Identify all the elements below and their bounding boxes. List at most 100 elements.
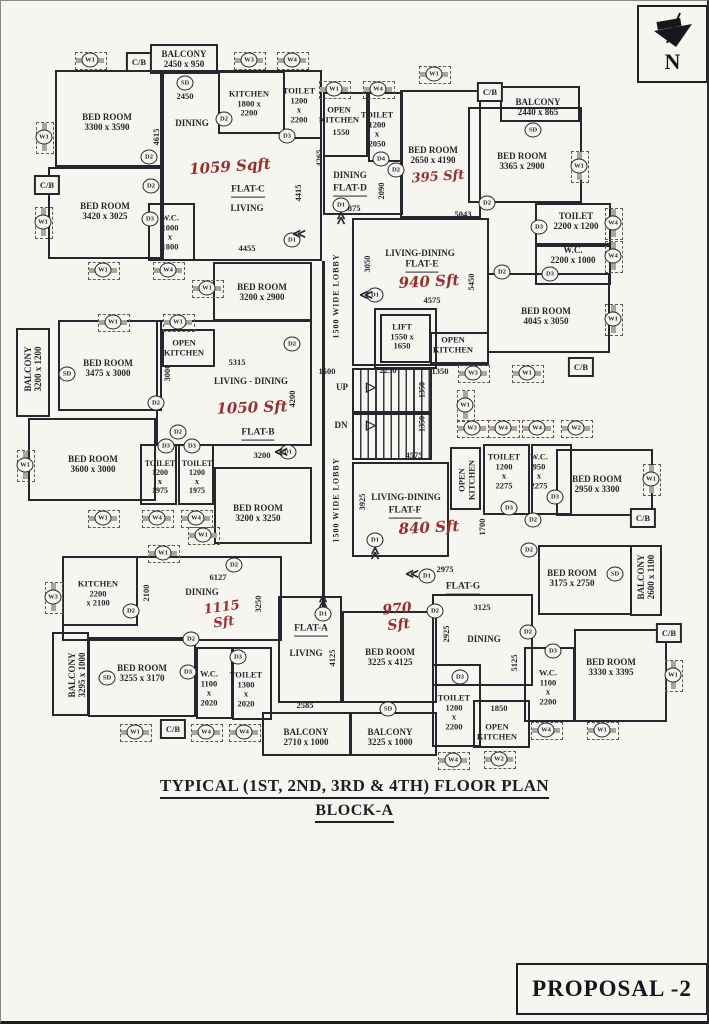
area-annotation: 840 Sft [398,516,460,539]
room-outline [88,637,196,717]
plan-label: LIVING - DINING [213,375,289,386]
window-marker: W2 [490,751,508,767]
door-marker: D2 [140,149,158,165]
plan-label: TOILET 1300 x 2020 [229,669,263,709]
proposal-label: PROPOSAL -2 [532,976,692,1001]
door-marker: D3 [157,438,175,454]
room-outline [156,320,312,446]
plan-label: DINING [185,586,219,597]
plan-label: OPEN KITCHEN [432,334,474,354]
plan-label: 3250 [253,595,264,613]
flat-label: FLAT-A [294,624,328,637]
room-outline [232,647,272,720]
room-outline [473,700,530,748]
cb-chip: C/B [476,82,504,102]
plan-label: 1850 [490,703,508,714]
flat-label: FLAT-D [333,184,367,197]
window-marker: W4 [604,215,622,231]
plan-label: 1700 [477,518,488,536]
window-marker: W3 [464,365,482,381]
window-marker: W4 [604,248,622,264]
plan-label: 2585 [296,700,314,711]
sliding-door-marker: SD [606,566,624,582]
plan-label: 3925 [357,493,368,511]
door-marker: D2 [169,424,187,440]
room-outline [400,90,481,218]
plan-label: BED ROOM 3475 x 3000 [83,357,133,378]
room-outline [535,245,611,285]
plan-label: 4615 [151,128,162,146]
plan-label: 6127 [209,572,227,583]
plan-label: 4265 [314,149,325,167]
plan-label: 4415 [293,184,304,202]
flat-label: FLAT-G [445,582,481,595]
door-swing-icon: ≪ [334,211,349,225]
window-marker: W4 [159,262,177,278]
door-marker: D2 [122,603,140,619]
window-marker: W1 [664,667,682,683]
door-marker: D3 [278,128,296,144]
room-outline [62,556,138,626]
door-marker: D4 [372,151,390,167]
plan-label: BED ROOM 3600 x 3000 [68,453,118,474]
door-marker: D2 [147,395,165,411]
door-marker: D3 [530,219,548,235]
plan-label: BALCONY 3200 x 1200 [22,346,43,392]
flat-label: FLAT-F [388,506,422,519]
window-marker: W1 [194,527,212,543]
window-marker: W1 [642,471,660,487]
window-marker: W2 [567,420,585,436]
plan-label: 5043 [454,209,472,220]
door-marker: D3 [541,266,559,282]
room-outline [16,328,50,417]
plan-label: 5315 [228,357,246,368]
plan-label: 3125 [473,602,491,613]
room-outline [55,70,162,167]
plan-label: TOILET 1200 x 1975 [181,458,213,496]
plan-label: TOILET 1200 x 2050 [360,109,394,149]
plan-label: W.C. 950 x 2275 [529,451,549,491]
window-marker: W3 [463,420,481,436]
plan-label: TOILET 1200 x 2200 [437,692,471,732]
flat-label: FLAT-E [405,260,439,273]
window-marker: W1 [94,510,112,526]
door-swing-icon: ≪ [368,546,383,560]
window-marker: W1 [154,545,172,561]
window-marker: W1 [198,280,216,296]
door-marker: D1 [418,568,436,584]
area-annotation: 1050 Sft [216,397,288,418]
area-annotation: 940 Sft [398,270,460,293]
cb-chip: C/B [159,719,187,739]
north-arrow-box: N [637,5,708,83]
area-annotation: 1115 Sft [202,597,241,632]
window-marker: W1 [81,52,99,68]
door-marker: D2 [283,336,301,352]
cb-chip: C/B [33,175,61,195]
door-marker: D2 [524,512,542,528]
window-marker: W1 [518,365,536,381]
plan-label: W.C. 1100 x 2020 [199,668,219,708]
room-outline [500,86,580,122]
plan-label: BED ROOM 3200 x 3250 [233,502,283,523]
window-marker: W1 [34,214,52,230]
plan-label: 1550 [332,127,350,138]
plan-label: TOILET 1200 x 2200 [282,85,316,125]
room-outline [48,167,162,259]
plan-label: BED ROOM 2650 x 4190 [408,144,458,165]
plan-label: BED ROOM 3255 x 3170 [117,662,167,683]
door-marker: D3 [546,489,564,505]
sliding-door-marker: SD [98,670,116,686]
room-outline [352,462,449,557]
plan-label: 2100 [141,584,152,602]
door-marker: D3 [544,643,562,659]
room-outline [214,467,312,544]
plan-label: OPEN KITCHEN [456,459,476,501]
plan-label: BALCONY 2600 x 1100 [635,554,656,600]
door-marker: D3 [141,211,159,227]
plan-label: 2975 [436,564,454,575]
plan-label: BED ROOM 3175 x 2750 [547,567,597,588]
flat-label: FLAT-B [241,428,275,441]
window-marker: W3 [44,589,62,605]
